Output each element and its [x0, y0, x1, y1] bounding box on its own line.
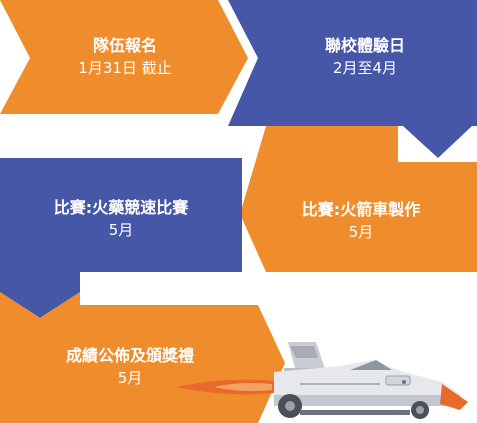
- step-4-shape: [0, 158, 242, 318]
- step-5-date: 5月: [117, 369, 143, 387]
- step-3-shape: [240, 126, 477, 272]
- rocket-car-icon: [176, 342, 468, 419]
- step-5-title: 成績公佈及頒獎禮: [65, 346, 194, 365]
- step-5-label: 成績公佈及頒獎禮 5月: [5, 344, 255, 390]
- step-3-label: 比賽:火箭車製作 5月: [250, 198, 472, 244]
- step-4-label: 比賽:火藥競速比賽 5月: [5, 196, 237, 242]
- step-4-date: 5月: [108, 221, 134, 239]
- step-4-title: 比賽:火藥競速比賽: [53, 198, 189, 217]
- step-3-title: 比賽:火箭車製作: [301, 200, 421, 219]
- step-1-date: 1月31日 截止: [78, 59, 172, 77]
- step-3-date: 5月: [348, 223, 374, 241]
- step-1-label: 隊伍報名 1月31日 截止: [20, 34, 230, 80]
- step-1-shape: [0, 0, 248, 114]
- step-2-date: 2月至4月: [332, 59, 398, 77]
- step-2-title: 聯校體驗日: [324, 36, 405, 55]
- step-2-label: 聯校體驗日 2月至4月: [255, 34, 475, 80]
- step-1-title: 隊伍報名: [92, 36, 157, 55]
- step-2-shape: [228, 0, 477, 158]
